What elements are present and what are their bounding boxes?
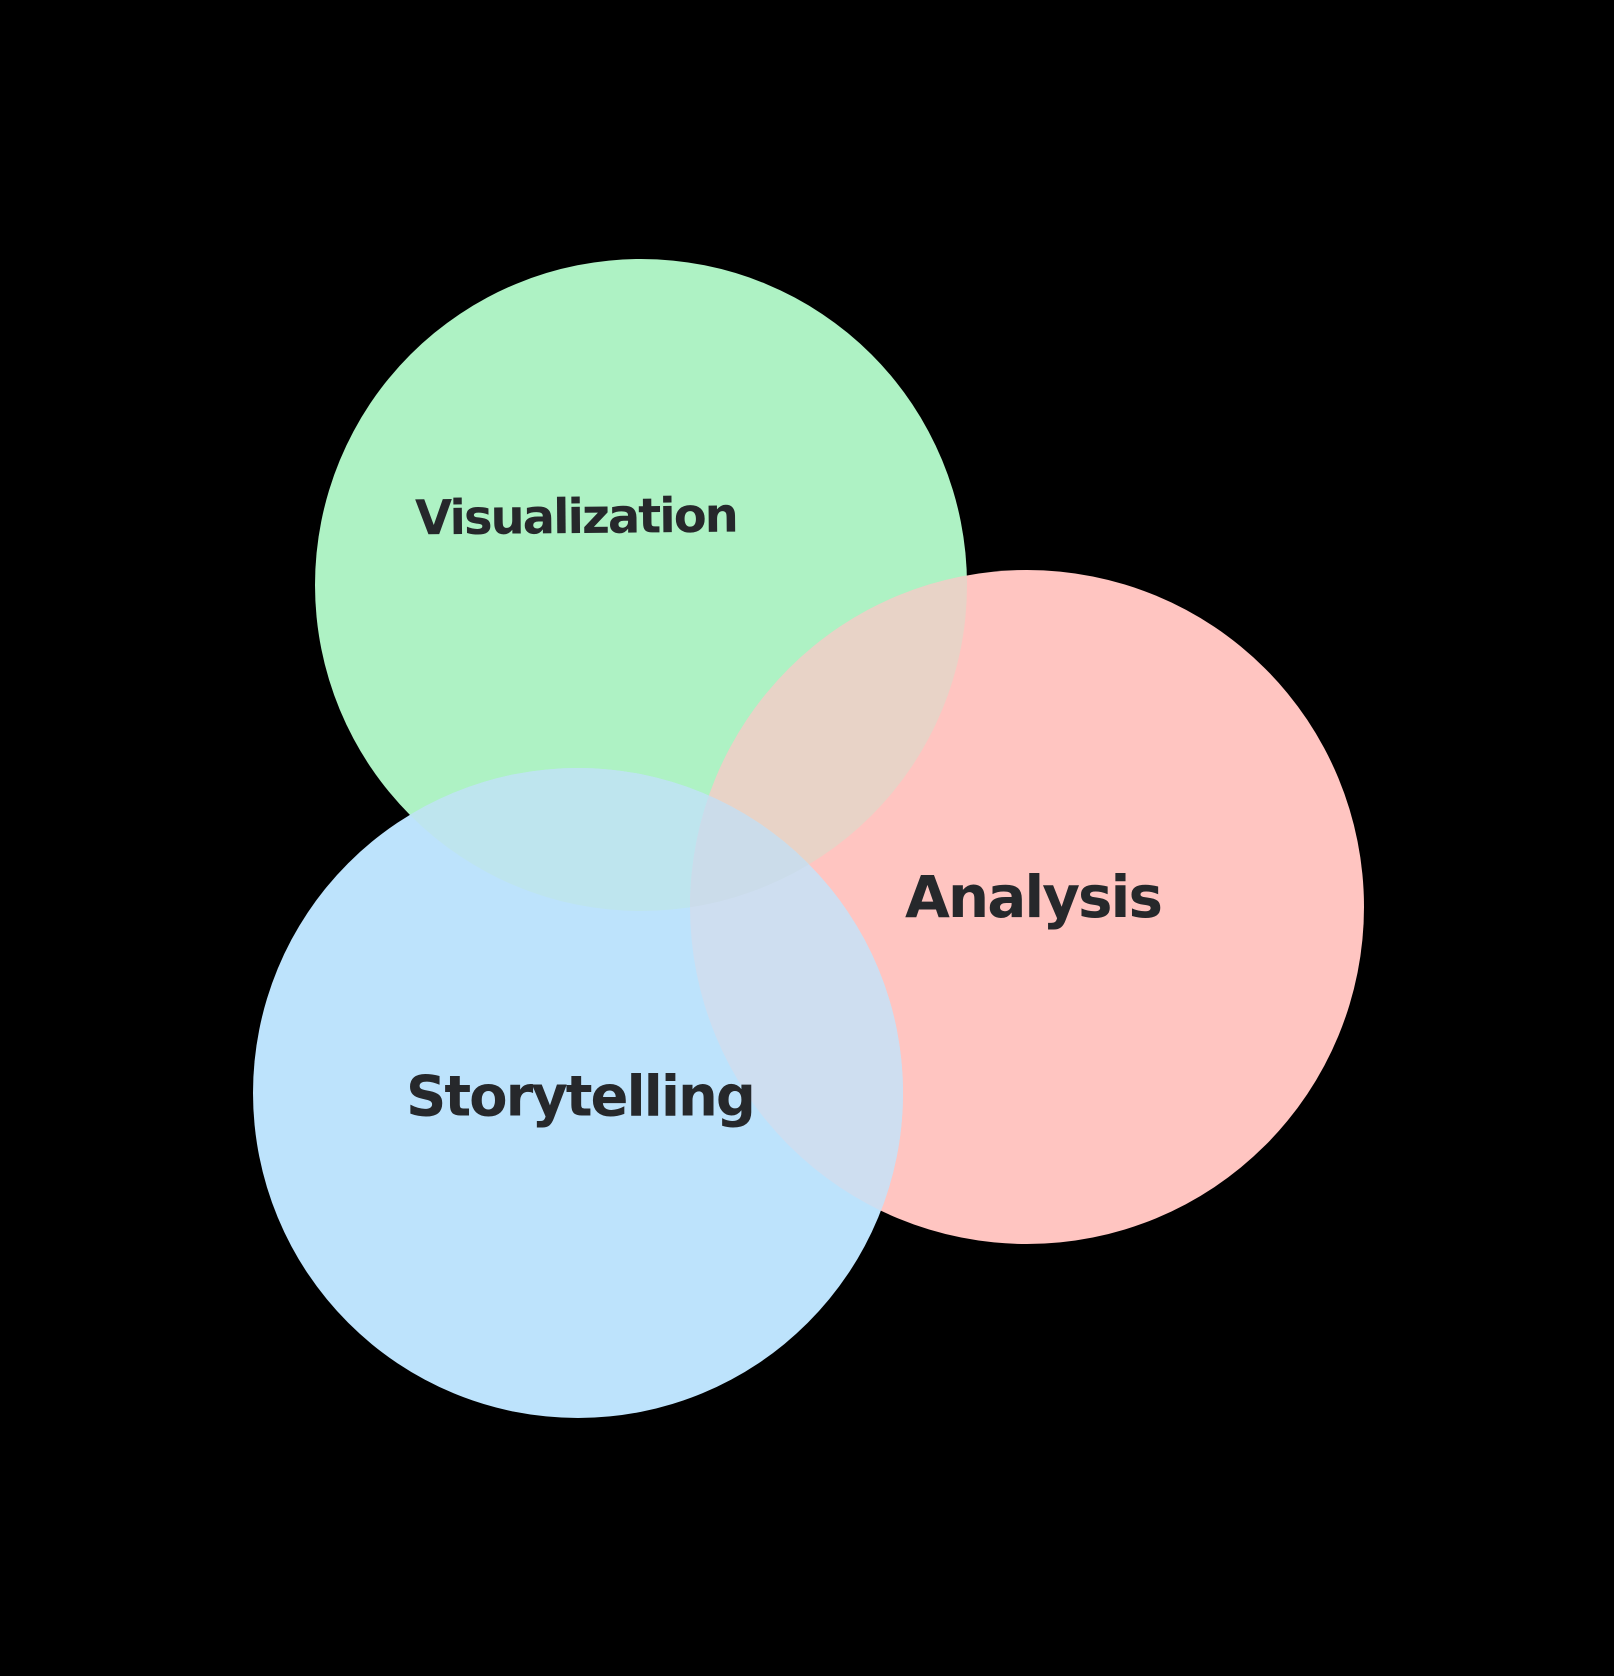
analysis-storytelling-overlap [690, 768, 903, 1244]
visualization-label: Visualization [414, 487, 738, 547]
analysis-label: Analysis [905, 863, 1163, 931]
storytelling-label: Storytelling [406, 1064, 756, 1130]
visualization-analysis-overlap [690, 570, 967, 911]
